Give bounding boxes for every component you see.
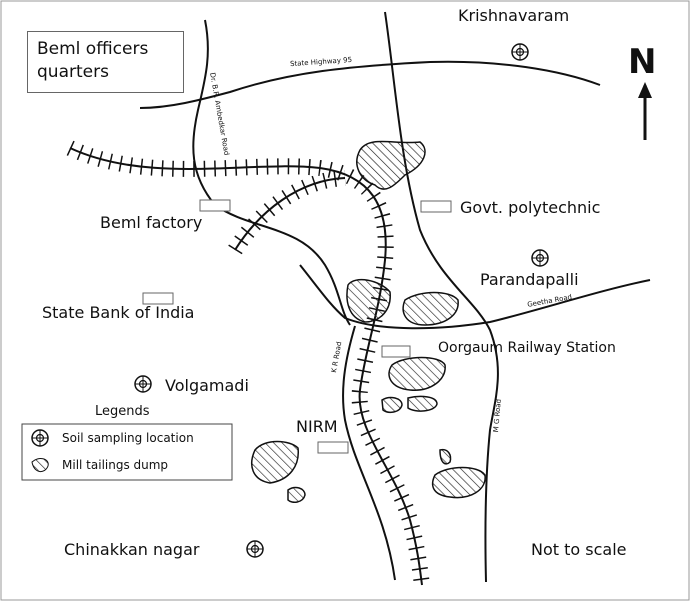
label-beml-factory: Beml factory bbox=[100, 213, 203, 232]
legend-box bbox=[21, 423, 233, 481]
label-state-bank: State Bank of India bbox=[42, 303, 195, 322]
railway-main-ties bbox=[66, 140, 430, 587]
label-chinakkan: Chinakkan nagar bbox=[64, 540, 200, 559]
soil-sampling-icon bbox=[511, 43, 529, 61]
mill-tailings-dump bbox=[402, 291, 459, 326]
building-beml-factory bbox=[199, 199, 231, 212]
west-road bbox=[299, 264, 651, 330]
soil-sampling-icon bbox=[134, 375, 152, 393]
title-line1: Beml officers bbox=[37, 39, 149, 59]
building-nirm bbox=[317, 441, 349, 454]
legend-title: Legends bbox=[95, 404, 150, 419]
soil-sampling-icon bbox=[246, 540, 264, 558]
railway-branch-ties bbox=[228, 170, 346, 255]
mill-tailings-dump bbox=[407, 395, 438, 412]
label-krishnavaram: Krishnavaram bbox=[458, 6, 570, 25]
north-arrow-icon bbox=[638, 82, 652, 140]
legend-tailings-icon bbox=[31, 458, 49, 472]
title-line2: quarters bbox=[37, 62, 109, 82]
mg-road bbox=[384, 11, 499, 583]
label-parandapalli: Parandapalli bbox=[480, 270, 579, 289]
mill-tailings-dump bbox=[431, 466, 486, 499]
north-label: N bbox=[628, 42, 657, 82]
label-volgamadi: Volgamadi bbox=[165, 376, 249, 395]
scale-note: Not to scale bbox=[531, 540, 627, 559]
mill-tailings-dump bbox=[251, 440, 299, 484]
mill-tailings-dump bbox=[356, 140, 426, 190]
building-sbi bbox=[142, 292, 174, 305]
mill-tailings-dump bbox=[346, 278, 391, 323]
soil-sampling-icon bbox=[531, 249, 549, 267]
mill-tailings-dump bbox=[388, 356, 446, 391]
label-nirm: NIRM bbox=[296, 417, 338, 436]
legend-item-tailings: Mill tailings dump bbox=[62, 458, 169, 472]
ambedkar-road bbox=[192, 19, 351, 326]
mill-tailings-dump bbox=[287, 486, 306, 504]
mill-tailings-dump bbox=[439, 448, 452, 465]
legend-soil-icon bbox=[31, 429, 49, 447]
kr-road bbox=[342, 325, 396, 581]
building-oorgaum bbox=[381, 345, 411, 358]
railway-branch bbox=[234, 177, 346, 251]
title-box bbox=[27, 31, 184, 93]
legend-item-soil: Soil sampling location bbox=[62, 431, 194, 445]
label-govt-polytechnic: Govt. polytechnic bbox=[460, 198, 601, 217]
building-polytechnic bbox=[420, 200, 452, 213]
state-highway-95 bbox=[139, 60, 601, 109]
label-oorgaum: Oorgaum Railway Station bbox=[438, 340, 616, 356]
mill-tailings-dump bbox=[381, 396, 403, 414]
